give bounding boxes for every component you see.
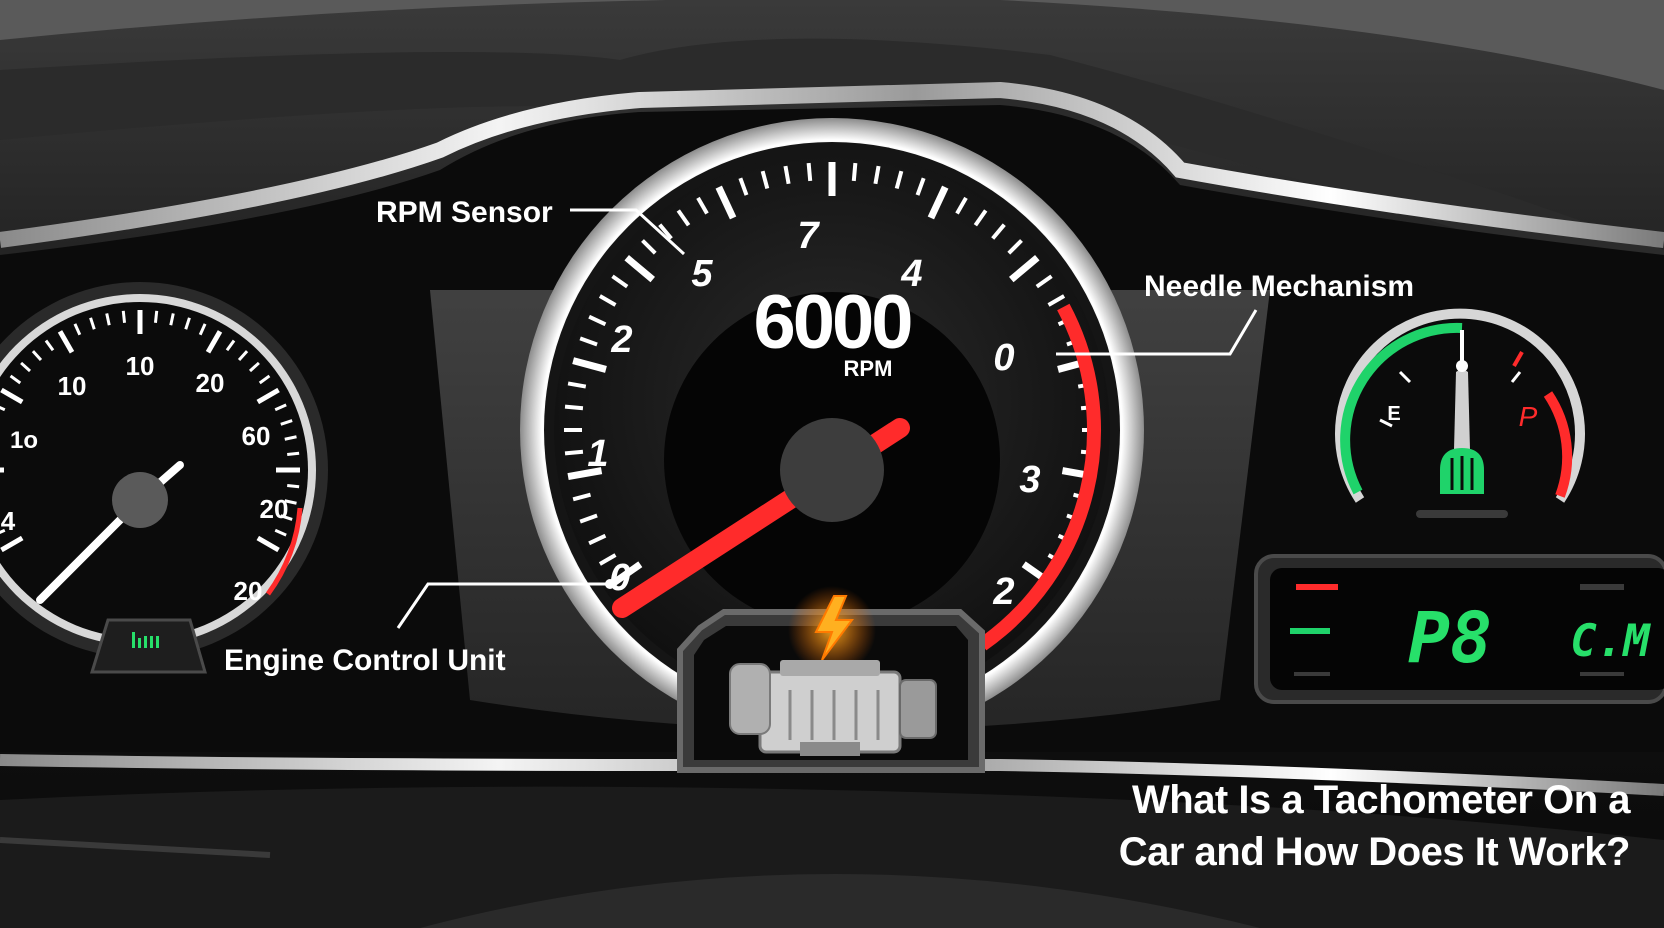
tachometer-hub: [780, 418, 884, 522]
speed-label-20a: 20: [260, 494, 289, 524]
tach-label-3: 3: [1019, 459, 1040, 501]
callout-needle-mechanism-label: Needle Mechanism: [1144, 270, 1414, 303]
tick-mark: [155, 311, 156, 323]
tach-label-0-high: 0: [993, 337, 1014, 379]
tick-mark: [287, 453, 299, 454]
tick-mark: [565, 407, 583, 409]
speed-label-20b: 20: [234, 576, 263, 606]
lcd-display: P8 C.M: [1256, 556, 1664, 702]
tach-label-7: 7: [797, 215, 820, 257]
speed-label-60: 60: [242, 421, 271, 451]
tach-label-1: 1: [587, 433, 608, 475]
lcd-indicator-red: [1296, 584, 1338, 590]
tach-label-2-high: 2: [992, 571, 1014, 613]
article-title: What Is a Tachometer On a Car and How Do…: [1010, 774, 1630, 878]
rpm-readout: 6000: [753, 280, 911, 365]
tick-mark: [854, 163, 856, 181]
callout-rpm-sensor-label: RPM Sensor: [376, 196, 553, 229]
fuel-label-full: P: [1519, 401, 1538, 432]
tick-mark: [809, 163, 811, 181]
article-title-line-1: What Is a Tachometer On a: [1010, 774, 1630, 826]
speed-label-top: 10: [126, 351, 155, 381]
tach-label-2: 2: [610, 319, 632, 361]
fuel-label-empty: E: [1387, 403, 1400, 425]
speed-label-right: 20: [196, 368, 225, 398]
fuel-gauge-base: [1416, 510, 1508, 518]
callout-engine-control-unit-label: Engine Control Unit: [224, 644, 506, 677]
fuel-pump-icon: [1440, 448, 1484, 494]
tick-mark: [287, 485, 299, 486]
rpm-unit: RPM: [844, 356, 893, 381]
article-title-line-2: Car and How Does It Work?: [1010, 826, 1630, 878]
battery-indicator-icon: [92, 620, 205, 672]
lcd-indicator-green: [1290, 628, 1330, 634]
tick-mark: [565, 452, 583, 454]
tick-mark: [123, 311, 124, 323]
speed-label-4: 4: [1, 506, 16, 536]
speed-label-left: 10: [58, 371, 87, 401]
speed-label-1o: 1o: [10, 427, 38, 454]
speedometer-hub: [112, 472, 168, 528]
lcd-main-value: P8: [1408, 597, 1492, 679]
tach-label-5: 5: [691, 253, 713, 295]
engine-window: [680, 586, 982, 770]
lcd-right-value: C.M: [1570, 616, 1651, 667]
fuel-gauge-needle: [1454, 368, 1470, 450]
